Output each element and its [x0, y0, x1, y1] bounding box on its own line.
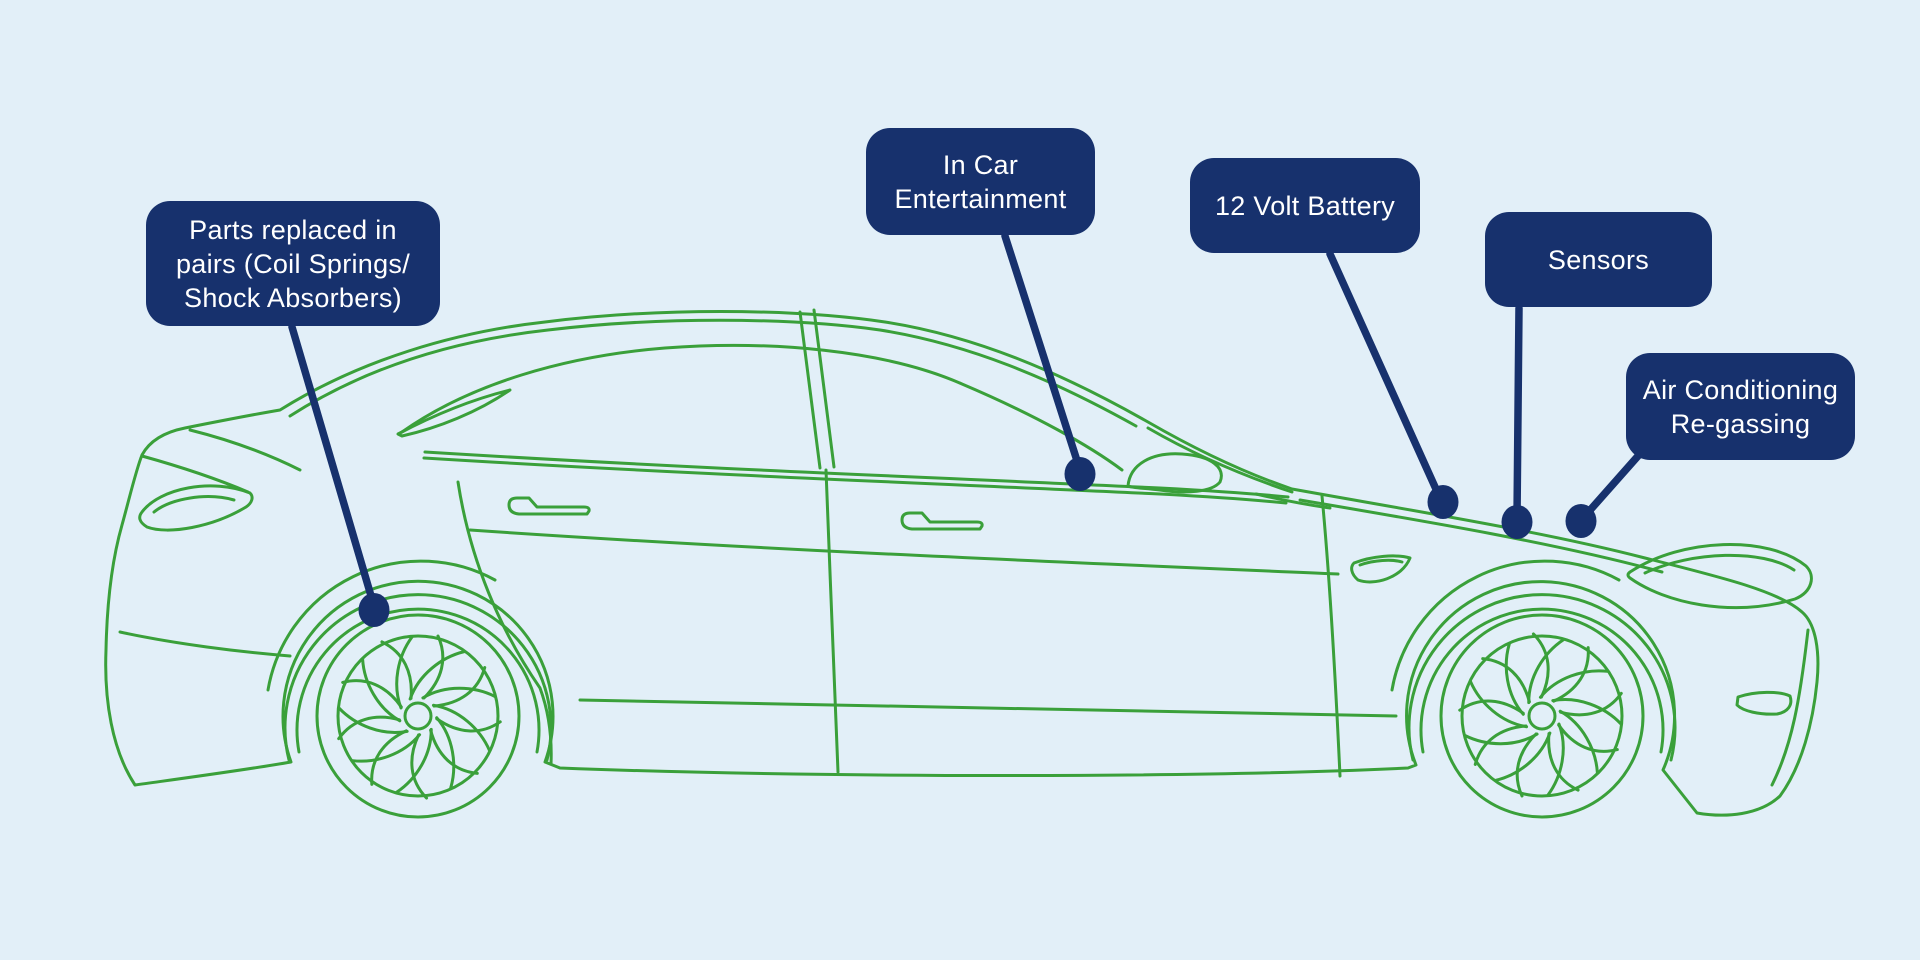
rear-hub	[403, 701, 433, 731]
tail-light	[138, 484, 254, 532]
door-split-line	[824, 468, 840, 774]
front-bumper-crease	[1770, 628, 1810, 787]
label-sensors: Sensors	[1485, 212, 1712, 307]
dot-coil-springs	[358, 593, 390, 627]
rear-wheel-arch	[283, 593, 553, 762]
dot-battery	[1427, 485, 1459, 519]
label-line: Air Conditioning	[1642, 374, 1839, 405]
a-pillar-inner-line	[1146, 426, 1294, 494]
label-line: pairs (Coil Springs/	[175, 248, 411, 279]
dot-aircon	[1565, 504, 1597, 538]
beltline-upper	[423, 450, 1290, 499]
label-line: Entertainment	[894, 183, 1067, 214]
dot-sensors	[1501, 505, 1533, 539]
label-line: Parts replaced in	[189, 214, 397, 245]
leader-line-sensors	[1513, 304, 1523, 522]
window-top-line	[400, 343, 1124, 472]
front-rim	[1460, 634, 1624, 798]
deck-crease	[188, 428, 302, 472]
label-in-car-entertainment: In Car Entertainment	[866, 128, 1095, 235]
front-door-handle	[900, 511, 984, 531]
rear-wheel	[315, 613, 521, 819]
car-drawing	[104, 308, 1820, 819]
rear-rim	[336, 634, 500, 798]
hood-shutline	[1298, 498, 1664, 574]
front-wheel-arch-lip	[1419, 607, 1665, 754]
door-crease-line	[468, 528, 1340, 576]
leader-line-battery	[1326, 250, 1444, 502]
roof-inner-line	[288, 318, 1138, 428]
fender-vent	[1350, 554, 1412, 584]
headlight	[1626, 543, 1813, 610]
dot-entertainment	[1064, 457, 1096, 491]
front-hub	[1527, 701, 1557, 731]
front-door-edge	[1320, 494, 1342, 778]
leader-line-coil-springs	[288, 323, 378, 610]
rear-fender-line	[266, 559, 497, 692]
label-line: In Car	[942, 149, 1019, 180]
label-line: 12 Volt Battery	[1214, 190, 1396, 221]
leader-line-entertainment	[1001, 232, 1084, 474]
b-pillar	[798, 308, 836, 470]
label-line: Re-gassing	[1670, 408, 1811, 439]
label-air-conditioning-regassing: Air Conditioning Re-gassing	[1626, 353, 1855, 460]
fender-vent-inner	[1358, 558, 1404, 567]
cowl-line	[1254, 492, 1332, 510]
rear-tire	[315, 613, 521, 819]
label-12-volt-battery: 12 Volt Battery	[1190, 158, 1420, 253]
side-mirror	[1126, 452, 1223, 494]
beltline-lower	[422, 456, 1288, 505]
rear-door-handle	[507, 496, 591, 516]
quarter-window	[396, 388, 512, 438]
trunk-shutline	[140, 454, 250, 494]
front-fender-line	[1390, 559, 1621, 692]
headlight-inner	[1643, 553, 1796, 575]
label-line: Shock Absorbers)	[184, 282, 402, 313]
callout-dots	[358, 457, 1597, 627]
front-tire	[1439, 613, 1645, 819]
callout-leader-lines	[288, 232, 1642, 610]
label-parts-replaced-in-pairs: Parts replaced in pairs (Coil Springs/ S…	[146, 201, 440, 326]
front-wheel	[1439, 613, 1645, 819]
tail-light-inner	[152, 495, 236, 514]
car-body-outline	[104, 310, 1820, 817]
label-line: Sensors	[1547, 244, 1650, 275]
rear-bumper-crease	[118, 630, 292, 658]
leader-line-aircon	[1580, 452, 1642, 521]
rocker-crease-line	[578, 698, 1398, 718]
front-wheel-arch	[1407, 593, 1677, 762]
fog-light-slot	[1735, 690, 1793, 716]
rear-wheel-arch-lip	[295, 607, 541, 754]
